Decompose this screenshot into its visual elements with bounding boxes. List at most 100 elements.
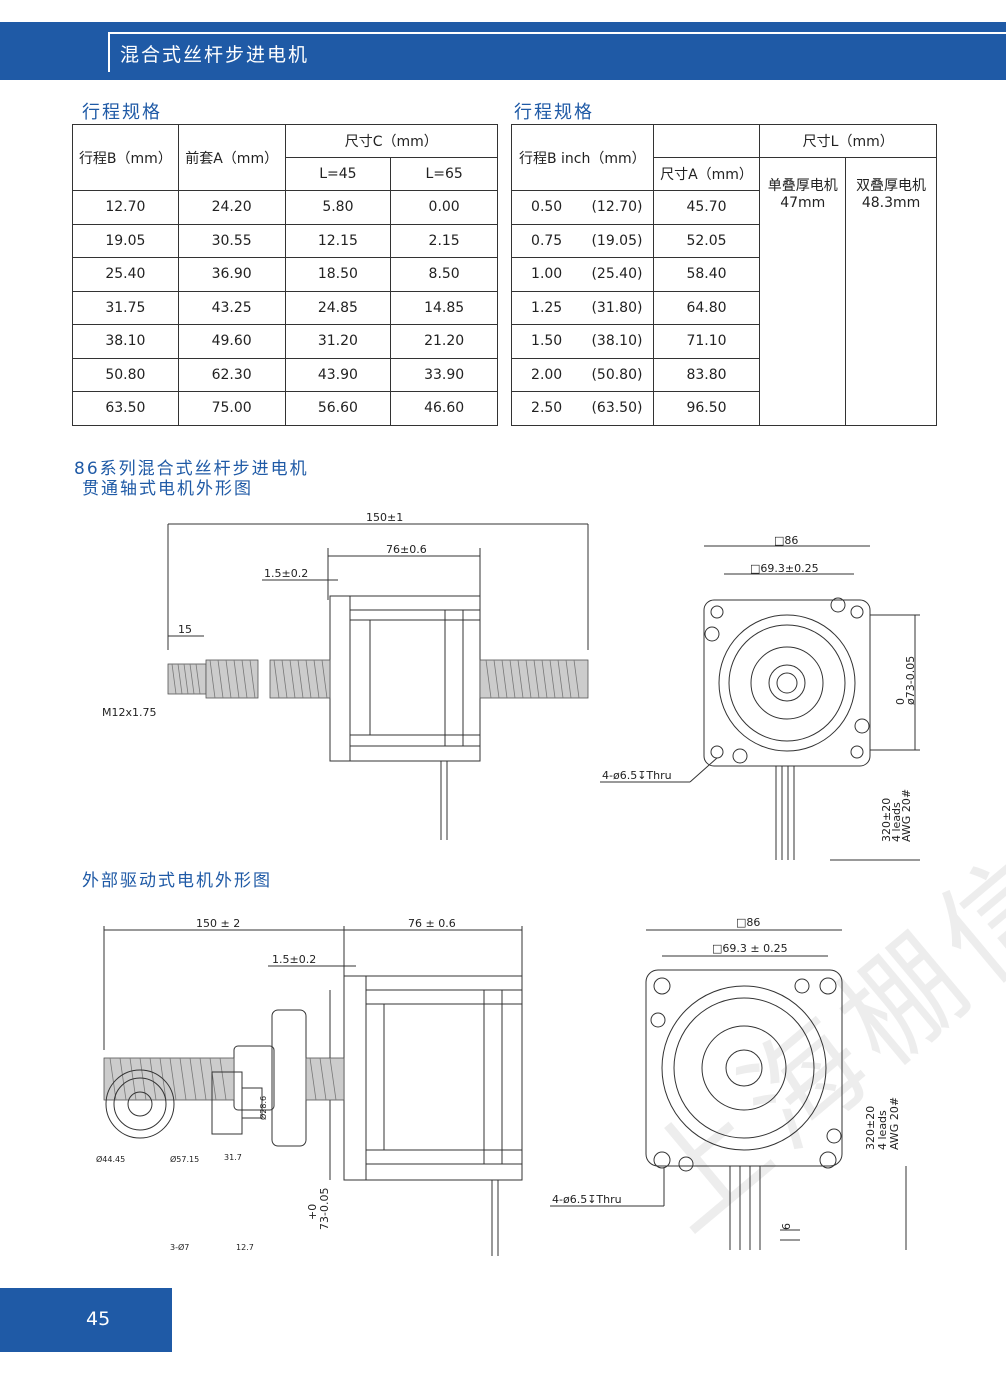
table-cell: 21.20 <box>390 324 498 359</box>
table-cell: 2.00 <box>511 357 582 392</box>
table-cell: 36.90 <box>177 257 286 292</box>
svg-text:15: 15 <box>178 623 192 636</box>
svg-text:320±20: 320±20 <box>864 1106 877 1150</box>
svg-text:□69.3 ± 0.25: □69.3 ± 0.25 <box>712 942 788 955</box>
table-row: 1.25(31.80)64.80 <box>511 290 937 325</box>
table-row: 0.75(19.05)52.05 <box>511 223 937 258</box>
left-head-size-c: 尺寸C（mm） <box>284 124 499 158</box>
table-cell: 62.30 <box>177 357 286 392</box>
table-cell: 31.75 <box>72 290 179 325</box>
svg-text:76 ± 0.6: 76 ± 0.6 <box>408 917 456 930</box>
table-row: 1.50(38.10)71.10 <box>511 324 937 359</box>
single-stack-cell: 单叠厚电机 47mm <box>759 157 847 426</box>
table-cell: 14.85 <box>390 290 498 325</box>
table-cell: 71.10 <box>652 324 761 359</box>
svg-text:+0: +0 <box>306 1204 319 1220</box>
drawing1-front-view: □86 □69.3±0.25 4-ø6.5↧Thru 0 ø73-0.05 32… <box>600 534 920 861</box>
table-cell: 96.50 <box>652 391 761 426</box>
table-cell: 31.20 <box>284 324 392 359</box>
svg-text:0: 0 <box>894 698 907 705</box>
svg-text:150 ± 2: 150 ± 2 <box>196 917 240 930</box>
svg-text:1.5±0.2: 1.5±0.2 <box>272 953 316 966</box>
page-title: 混合式丝杆步进电机 <box>120 44 310 66</box>
svg-text:□86: □86 <box>736 916 760 929</box>
left-head-front: 前套A（mm） <box>177 124 286 191</box>
table-cell: 24.85 <box>284 290 392 325</box>
left-table-title: 行程规格 <box>82 102 162 123</box>
table-cell: 24.20 <box>177 190 286 225</box>
table-cell: (25.40) <box>581 257 654 292</box>
page-number-box: 45 <box>0 1288 172 1352</box>
svg-text:76±0.6: 76±0.6 <box>386 543 427 556</box>
header-bar: 混合式丝杆步进电机 <box>0 22 1006 80</box>
svg-text:4-ø6.5↧Thru: 4-ø6.5↧Thru <box>552 1193 622 1206</box>
double-stack-label: 双叠厚电机 <box>856 178 927 194</box>
svg-text:1.5±0.2: 1.5±0.2 <box>264 567 308 580</box>
svg-text:AWG 20#: AWG 20# <box>888 1097 901 1150</box>
svg-text:73-0.05: 73-0.05 <box>318 1188 331 1230</box>
right-head-empty <box>652 124 761 158</box>
table-cell: (63.50) <box>581 391 654 426</box>
table-cell: 63.50 <box>72 391 179 426</box>
table-cell: 8.50 <box>390 257 498 292</box>
table-cell: 2.50 <box>511 391 582 426</box>
svg-text:Ø57.15: Ø57.15 <box>170 1154 199 1164</box>
table-cell: 25.40 <box>72 257 179 292</box>
svg-text:4-ø6.5↧Thru: 4-ø6.5↧Thru <box>602 769 672 782</box>
table-cell: (19.05) <box>581 223 654 258</box>
svg-text:M12x1.75: M12x1.75 <box>102 706 157 719</box>
drawing1-side-view: 150±1 76±0.6 1.5±0.2 15 M12x1.75 <box>102 511 589 840</box>
svg-text:Ø28.6: Ø28.6 <box>258 1096 268 1120</box>
svg-text:4 leads: 4 leads <box>876 1110 889 1150</box>
table-row: 0.50(12.70)45.70 <box>511 190 937 225</box>
table-cell: 19.05 <box>72 223 179 258</box>
table-cell: 43.25 <box>177 290 286 325</box>
svg-text:□69.3±0.25: □69.3±0.25 <box>750 562 819 575</box>
left-head-l65: L=65 <box>390 157 498 191</box>
table-cell: 56.60 <box>284 391 392 426</box>
svg-text:4 leads: 4 leads <box>890 802 903 842</box>
table-row: 2.50(63.50)96.50 <box>511 391 937 426</box>
table-cell: 50.80 <box>72 357 179 392</box>
svg-text:31.7: 31.7 <box>224 1153 242 1162</box>
double-stack-value: 48.3mm <box>861 195 921 211</box>
left-head-stroke: 行程B（mm） <box>72 124 179 191</box>
table-cell: 5.80 <box>284 190 392 225</box>
svg-text:ø73-0.05: ø73-0.05 <box>904 656 917 705</box>
single-stack-label: 单叠厚电机 <box>767 178 838 194</box>
table-cell: 2.15 <box>390 223 498 258</box>
svg-text:Ø44.45: Ø44.45 <box>96 1154 125 1164</box>
right-head-size-l: 尺寸L（mm） <box>759 124 937 158</box>
table-cell: 1.00 <box>511 257 582 292</box>
svg-text:150±1: 150±1 <box>366 511 403 524</box>
svg-text:12.7: 12.7 <box>236 1243 254 1252</box>
left-head-l45: L=45 <box>284 157 392 191</box>
table-cell: 52.05 <box>652 223 761 258</box>
table-cell: (12.70) <box>581 190 654 225</box>
svg-text:AWG 20#: AWG 20# <box>900 789 913 842</box>
table-cell: 75.00 <box>177 391 286 426</box>
drawing2-front-view: □86 □69.3 ± 0.25 4-ø6.5↧Thru 320±20 4 le… <box>550 916 907 1250</box>
table-cell: 64.80 <box>652 290 761 325</box>
table-cell: 43.90 <box>284 357 392 392</box>
table-cell: 58.40 <box>652 257 761 292</box>
table-cell: 0.00 <box>390 190 498 225</box>
table-row: 2.00(50.80)83.80 <box>511 357 937 392</box>
right-head-stroke: 行程B inch（mm） <box>511 124 654 191</box>
drawing1-title-line1: 86系列混合式丝杆步进电机 <box>74 459 309 479</box>
right-head-size-a: 尺寸A（mm） <box>652 157 761 191</box>
table-cell: (50.80) <box>581 357 654 392</box>
table-cell: 45.70 <box>652 190 761 225</box>
svg-text:3-Ø7: 3-Ø7 <box>170 1242 189 1252</box>
double-stack-cell: 双叠厚电机 48.3mm <box>845 157 937 426</box>
svg-text:320±20: 320±20 <box>880 798 893 842</box>
header-frame: 混合式丝杆步进电机 <box>108 32 1006 72</box>
drawing2-side-view: 150 ± 2 76 ± 0.6 1.5±0.2 +0 73-0.05 Ø44.… <box>96 917 523 1256</box>
